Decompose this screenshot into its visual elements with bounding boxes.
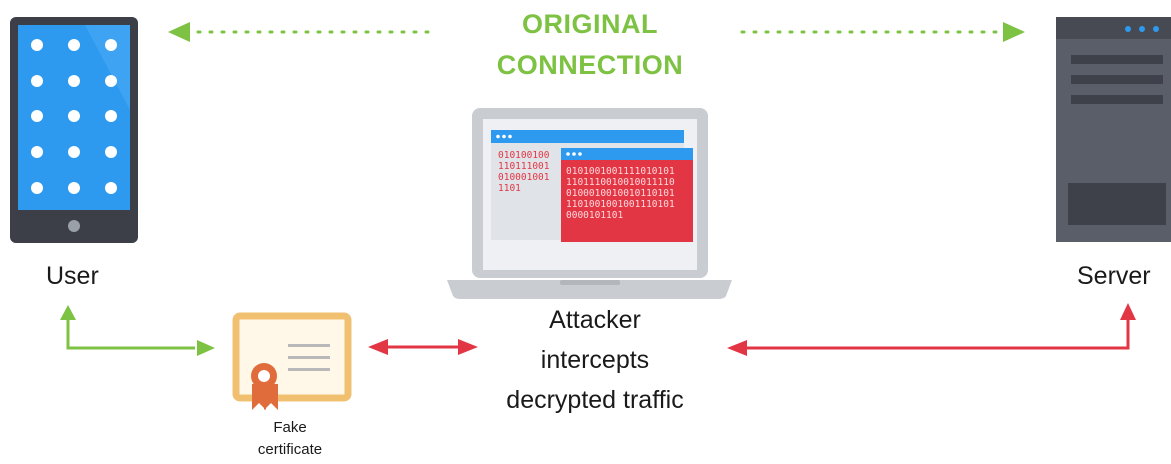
title-original: ORIGINAL bbox=[522, 9, 658, 39]
attacker-line-1: Attacker bbox=[549, 306, 641, 334]
front-binary-line: 1101110010010011110 bbox=[566, 177, 675, 188]
certificate-label-2: certificate bbox=[257, 441, 323, 458]
user-to-certificate-arrow bbox=[60, 305, 215, 356]
certificate-label-1: Fake bbox=[273, 419, 307, 436]
back-binary-line: 1101 bbox=[498, 183, 521, 194]
fake-certificate-icon bbox=[232, 312, 352, 410]
svg-text:0101001001111010101 11: 0101001001111010101 1101110010010011110 … bbox=[566, 166, 680, 221]
title-connection: CONNECTION bbox=[496, 50, 684, 80]
back-binary-line: 010100100 bbox=[498, 150, 550, 161]
front-code-window: 0101001001111010101 1101110010010011110 … bbox=[561, 148, 693, 242]
front-binary-line: 0000101101 bbox=[566, 210, 623, 221]
back-binary-line: 110111001 bbox=[498, 161, 550, 172]
user-phone-icon bbox=[10, 17, 138, 243]
front-binary-line: 0100010010010110101 bbox=[566, 188, 675, 199]
front-binary-line: 1101001001001110101 bbox=[566, 199, 675, 210]
user-label: User bbox=[46, 262, 99, 290]
certificate-attacker-arrow bbox=[368, 339, 478, 355]
original-connection-arrow-left bbox=[168, 22, 437, 42]
back-binary-line: 010001001 bbox=[498, 172, 550, 183]
server-icon bbox=[1056, 17, 1171, 242]
attacker-line-2: intercepts bbox=[540, 346, 650, 374]
attacker-laptop-icon: 010100100 110111001 010001001 1101 01010… bbox=[447, 108, 732, 299]
attacker-line-3: decrypted traffic bbox=[506, 386, 684, 414]
svg-text:010100100 110111001: 010100100 110111001 010001001 1101 bbox=[498, 150, 555, 194]
server-label: Server bbox=[1077, 262, 1151, 290]
attacker-server-arrow bbox=[727, 303, 1136, 356]
original-connection-arrow-right bbox=[740, 22, 1025, 42]
front-binary-line: 0101001001111010101 bbox=[566, 166, 675, 177]
